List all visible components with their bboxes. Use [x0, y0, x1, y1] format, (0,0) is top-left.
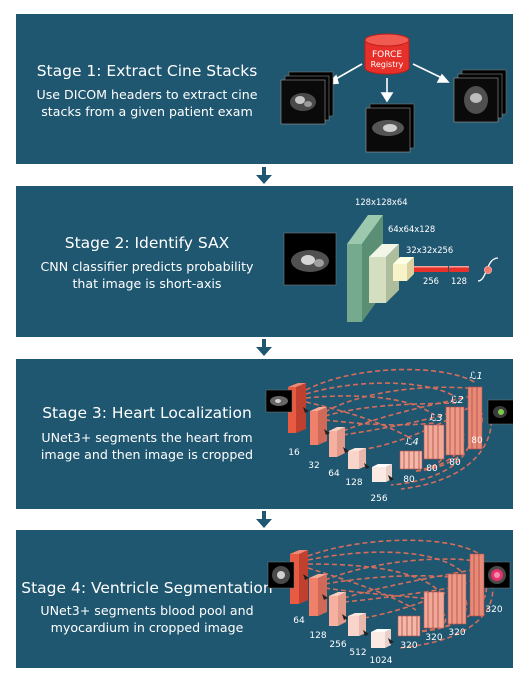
decoder-label-2: 80 [449, 458, 461, 468]
volume-2-label: 64x64x128 [388, 224, 435, 234]
encoder-label-64: 64 [293, 616, 305, 626]
stage-4-desc-line-2: myocardium in cropped image [50, 620, 244, 635]
registry-arrows [325, 63, 450, 103]
stage-1-desc-line-1: Use DICOM headers to extract cine [36, 87, 258, 102]
encoder-block-256 [372, 464, 392, 482]
encoder-block-256 [329, 592, 346, 626]
decoder-label-2: 320 [448, 628, 465, 638]
stage-4-description: UNet3+ segments blood pool and myocardiu… [16, 602, 278, 636]
encoder-label-1024: 1024 [370, 656, 393, 666]
stage-3-input-image [265, 389, 293, 413]
stage-3-desc-line-2: image and then image is cropped [40, 447, 254, 462]
stage-3-unet-diagram: 16 32 64 128 256 80 80 80 80 ℒ4 ℒ3 ℒ2 ℒ1 [265, 368, 513, 504]
decoder-block-1 [469, 553, 485, 617]
volume-1-label: 128x128x64 [355, 197, 408, 207]
flow-arrow-3 [256, 511, 272, 528]
loss-label-4: ℒ4 [405, 437, 419, 448]
cine-stack-image-right [453, 69, 507, 123]
stage-3-desc-line-1: UNet3+ segments the heart from [41, 430, 253, 445]
encoder-block-64 [290, 550, 308, 604]
stage-4-title: Stage 4: Ventricle Segmentation [21, 579, 273, 597]
downsample-arrows [303, 407, 394, 481]
dense-256-label: 256 [423, 276, 439, 286]
loss-label-2: ℒ2 [450, 395, 464, 406]
encoder-label-256: 256 [329, 640, 346, 650]
stage-3-output-image [487, 399, 513, 425]
encoder-block-512 [348, 613, 366, 636]
dense-layer-256 [414, 266, 448, 272]
volume-3-label: 32x32x256 [406, 245, 453, 255]
cine-stack-image-middle [365, 103, 415, 153]
decoder-block-1 [467, 386, 483, 450]
stage-4-input-image [267, 561, 295, 589]
loss-label-3: ℒ3 [429, 413, 443, 424]
stage-1-title: Stage 1: Extract Cine Stacks [36, 62, 258, 80]
flow-arrow-1 [256, 167, 272, 184]
decoder-block-4 [397, 615, 421, 637]
encoder-label-64: 64 [328, 469, 340, 479]
encoder-label-128: 128 [309, 631, 326, 641]
encoder-block-128 [309, 574, 327, 616]
force-registry-database-icon: FORCE Registry [364, 33, 410, 75]
conv-volume-3 [393, 257, 414, 281]
decoder-label-3: 80 [426, 464, 438, 474]
decoder-block-4 [399, 450, 423, 470]
decoder-label-1: 320 [485, 605, 502, 615]
stage-4-unet-diagram: 64 128 256 512 1024 320 320 320 320 [267, 539, 511, 666]
stage-2-cnn-diagram: 128x128x64 64x64x128 32x32x256 256 128 [283, 197, 499, 322]
decoder-label-4: 80 [403, 475, 415, 485]
stage-2-desc-line-2: that image is short-axis [72, 276, 222, 291]
stage-3-panel: Stage 3: Heart Localization UNet3+ segme… [16, 359, 513, 509]
sigmoid-output-icon [477, 257, 499, 282]
cine-stack-image-left [280, 71, 334, 125]
encoder-block-32 [310, 407, 327, 445]
decoder-block-3 [423, 424, 445, 460]
decoder-label-4: 320 [400, 641, 417, 651]
dense-layer-128 [449, 266, 469, 272]
encoder-block-128 [348, 448, 366, 469]
stage-4-output-image [483, 561, 511, 589]
flow-arrow-2 [256, 339, 272, 356]
encoder-label-128: 128 [345, 478, 362, 488]
dense-128-label: 128 [451, 276, 467, 286]
encoder-label-512: 512 [349, 648, 366, 658]
encoder-block-1024 [371, 629, 391, 648]
decoder-label-3: 320 [425, 633, 442, 643]
registry-label-line-2: Registry [371, 60, 404, 69]
decoder-block-2 [445, 406, 465, 456]
encoder-block-64 [329, 427, 345, 457]
stage-1-illustration: FORCE Registry [280, 33, 507, 153]
stage-2-desc-line-1: CNN classifier predicts probability [40, 259, 254, 274]
conv-volume-2 [369, 244, 399, 303]
stage-4-panel: Stage 4: Ventricle Segmentation UNet3+ s… [16, 530, 513, 668]
stage-4-desc-line-1: UNet3+ segments blood pool and [40, 603, 254, 618]
registry-label-line-1: FORCE [372, 50, 402, 60]
stage-1-description: Use DICOM headers to extract cine stacks… [16, 86, 278, 120]
stage-2-panel: Stage 2: Identify SAX CNN classifier pre… [16, 186, 513, 337]
encoder-label-32: 32 [308, 461, 319, 471]
stage-2-description: CNN classifier predicts probability that… [16, 258, 278, 292]
stage-3-title: Stage 3: Heart Localization [42, 404, 252, 422]
stage-1-desc-line-2: stacks from a given patient exam [41, 104, 253, 119]
downsample-arrows [303, 574, 394, 644]
encoder-label-16: 16 [288, 448, 300, 458]
stage-3-description: UNet3+ segments the heart from image and… [16, 429, 278, 463]
stage-2-title: Stage 2: Identify SAX [64, 234, 230, 252]
decoder-block-2 [447, 573, 467, 625]
loss-label-1: ℒ1 [469, 371, 483, 382]
decoder-label-1: 80 [471, 436, 483, 446]
stage-1-panel: Stage 1: Extract Cine Stacks Use DICOM h… [16, 14, 513, 164]
encoder-label-256: 256 [370, 494, 387, 504]
sax-input-image [283, 232, 337, 286]
decoder-block-3 [423, 591, 445, 629]
